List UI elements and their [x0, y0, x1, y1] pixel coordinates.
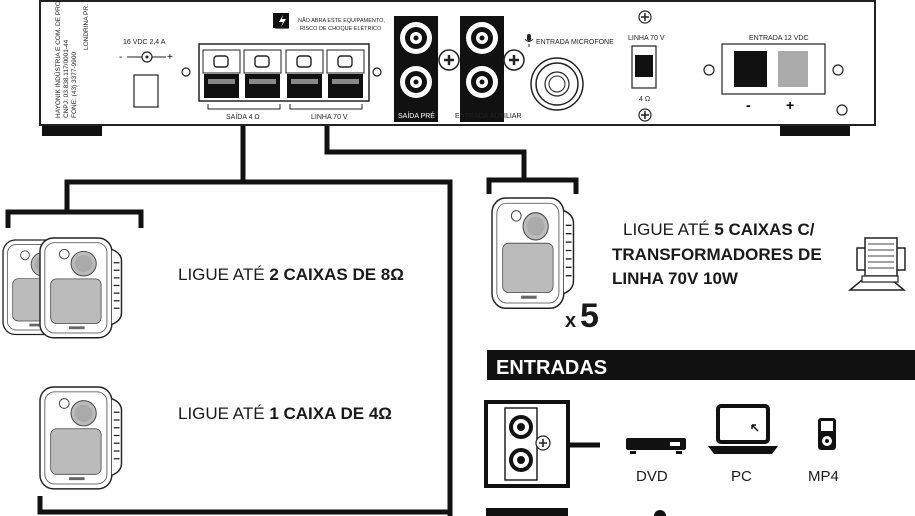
rca-input-icon [484, 400, 666, 516]
wire-70v [324, 126, 579, 194]
entradas-heading: ENTRADAS [496, 357, 607, 379]
power-minus: - [119, 52, 122, 63]
warning-line-1: NÃO ABRA ESTE EQUIPAMENTO, [298, 17, 385, 24]
dc12-label: ENTRADA 12 VDC [749, 35, 809, 42]
warning-label: NÃO ABRA ESTE EQUIPAMENTO, RISCO DE CHOQ… [273, 12, 385, 32]
speaker-single-4ohm [39, 386, 123, 490]
caption-one-bold: 1 CAIXA DE 4Ω [269, 404, 392, 423]
caption-five-line3: LINHA 70V 10W [612, 269, 739, 288]
device-dvd-label: DVD [636, 468, 668, 485]
caption-two-prefix: LIGUE ATÉ [178, 265, 269, 284]
dc12-input: ENTRADA 12 VDC - + [703, 35, 848, 116]
multiplier-label: x 5 [565, 297, 599, 335]
wire-4ohm-right [243, 179, 453, 516]
dc12-plus: + [786, 97, 794, 113]
device-pc-label: PC [731, 468, 752, 485]
saida-pre-label: SAÍDA PRÉ [398, 111, 435, 120]
amplifier-rear-panel: HAYONIK INDÚSTRIA E COM. DE PROD. ELET. … [39, 0, 876, 136]
impedance-switch: LINHA 70 V 4 Ω [628, 10, 665, 122]
manufacturer-line-1: HAYONIK INDÚSTRIA E COM. DE PROD. ELET. … [53, 0, 62, 118]
out-70v-label: LINHA 70 V [311, 114, 348, 121]
mic-label: ENTRADA MICROFONE [536, 39, 614, 46]
manufacturer-text: HAYONIK INDÚSTRIA E COM. DE PROD. ELET. … [53, 0, 90, 118]
out-4ohm-label: SAÍDA 4 Ω [226, 112, 260, 121]
caption-five-bold: 5 CAIXAS C/ [714, 220, 814, 239]
power-label: 16 VDC 2,4 A [123, 39, 166, 46]
speaker-terminal-block: SAÍDA 4 Ω LINHA 70 V [181, 43, 382, 121]
caption-five-speakers: LIGUE ATÉ 5 CAIXAS C/ TRANSFORMADORES DE… [612, 220, 822, 288]
wire-4ohm [5, 126, 246, 228]
svg-text:LIGUE ATÉ 2 CAIXAS DE 8Ω: LIGUE ATÉ 2 CAIXAS DE 8Ω [178, 265, 404, 284]
microphone-input: ENTRADA MICROFONE [524, 34, 614, 111]
pc-device-icon [708, 404, 778, 454]
saida-pre-rca: SAÍDA PRÉ [394, 16, 460, 122]
terminal-2 [243, 49, 282, 98]
entrada-auxiliar-rca: ENTRADA AUXILIAR [455, 16, 525, 122]
caption-one-prefix: LIGUE ATÉ [178, 404, 269, 423]
switch-top-label: LINHA 70 V [628, 35, 665, 42]
caption-one-speaker: LIGUE ATÉ 1 CAIXA DE 4Ω [178, 404, 392, 423]
manufacturer-city: LONDRINA PR. [83, 4, 90, 50]
power-plus: + [167, 52, 173, 63]
caption-two-bold: 2 CAIXAS DE 8Ω [269, 265, 404, 284]
switch-bottom-label: 4 Ω [639, 96, 650, 103]
terminal-4 [326, 49, 365, 98]
caption-five-prefix: LIGUE ATÉ [623, 220, 714, 239]
device-mp4-label: MP4 [808, 468, 839, 485]
manufacturer-line-3: FONE: (43) 3377-9900 [71, 51, 78, 118]
wiring [5, 126, 579, 516]
transformer-icon [847, 237, 907, 291]
caption-two-speakers: LIGUE ATÉ 2 CAIXAS DE 8Ω [178, 265, 404, 284]
dc12-minus: - [746, 97, 751, 113]
svg-text:LIGUE ATÉ 5 CAIXAS C/: LIGUE ATÉ 5 CAIXAS C/ [623, 220, 815, 239]
entrada-aux-label: ENTRADA AUXILIAR [455, 113, 522, 120]
caption-five-line2: TRANSFORMADORES DE [612, 245, 822, 264]
warning-line-2: RISCO DE CHOQUE ELÉTRICO [300, 25, 382, 32]
speaker-70v [491, 197, 575, 310]
svg-text:LIGUE ATÉ 1 CAIXA DE 4Ω: LIGUE ATÉ 1 CAIXA DE 4Ω [178, 404, 392, 423]
entradas-bar [487, 350, 915, 380]
speaker-pair-8ohm [2, 237, 123, 339]
multiplier-n: 5 [580, 297, 599, 335]
power-jack: 16 VDC 2,4 A - + [119, 39, 173, 108]
dvd-device-icon [626, 438, 686, 454]
terminal-3 [285, 49, 324, 98]
wire-4ohm-bottom [37, 496, 450, 515]
multiplier-x: x [565, 310, 576, 332]
terminal-1 [202, 49, 241, 98]
mp4-device-icon [818, 418, 836, 450]
manufacturer-line-2: CNPJ: 03.838.117/0001-44 [63, 39, 70, 118]
